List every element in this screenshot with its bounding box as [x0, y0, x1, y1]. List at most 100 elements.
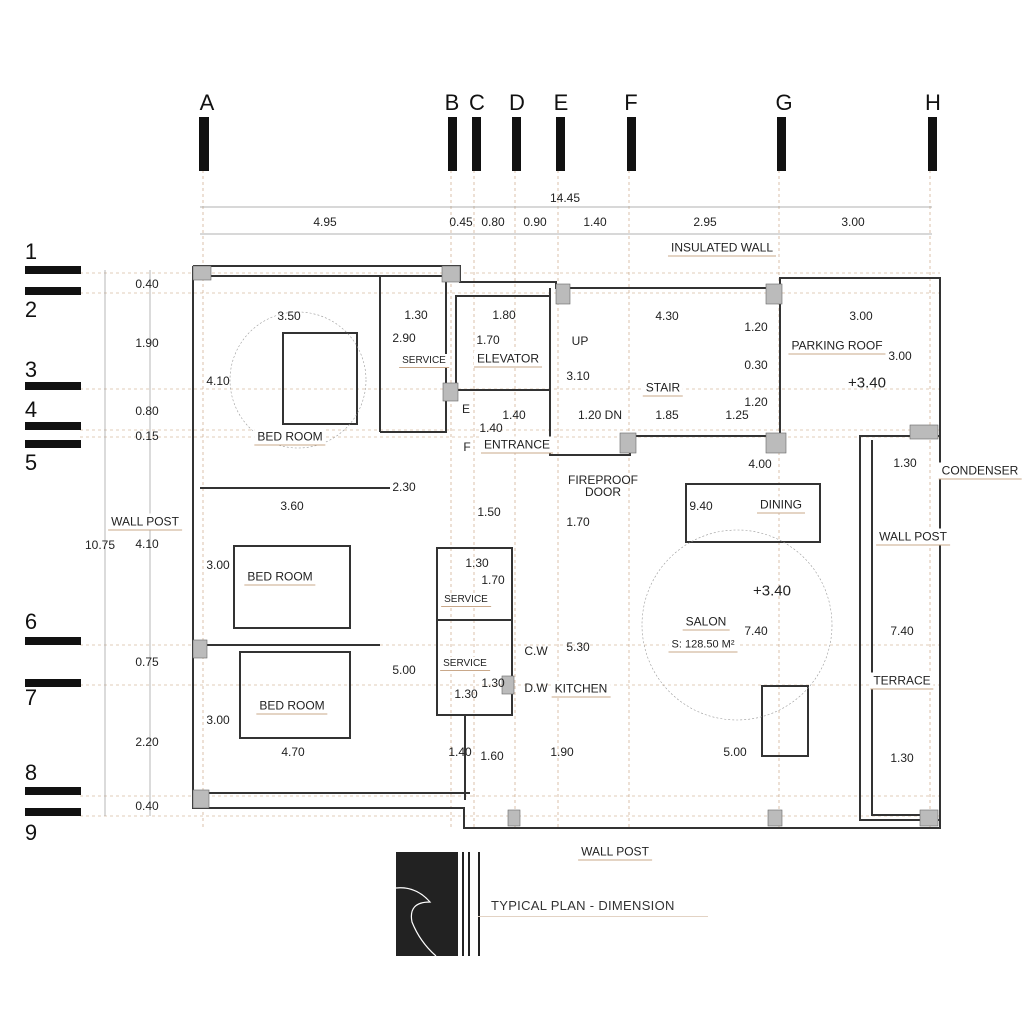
- label-clothes-washer: C.W: [524, 644, 548, 658]
- room-dim: 7.40: [890, 624, 914, 638]
- room-label-parking-roof: PARKING ROOF: [788, 337, 886, 355]
- dim-left: 0.15: [135, 429, 159, 443]
- room-dim: 1.25: [725, 408, 749, 422]
- dim-left: 0.75: [135, 655, 159, 669]
- level-marker-salon: +3.40: [753, 582, 791, 600]
- room-dim: 1.30: [454, 687, 478, 701]
- grid-column-bubbles: [199, 117, 937, 171]
- annotation-wall-post: WALL POST: [578, 843, 652, 861]
- room-label-bed-room: BED ROOM: [244, 568, 316, 586]
- room-dim: 3.60: [280, 499, 304, 513]
- label-shaft-e: E: [461, 402, 471, 416]
- room-dim: 3.00: [206, 558, 230, 572]
- room-dim: 1.40: [448, 745, 472, 759]
- dim-top: 0.90: [523, 215, 547, 229]
- room-label-stair: STAIR: [642, 379, 684, 397]
- room-label-service: SERVICE: [441, 593, 491, 607]
- room-dim: 7.40: [744, 624, 768, 638]
- room-label-bed-room: BED ROOM: [256, 697, 328, 715]
- grid-label-5: 5: [24, 450, 38, 475]
- room-dim: 1.40: [479, 421, 503, 435]
- grid-label-e: E: [553, 90, 569, 115]
- room-dim: 1.30: [890, 751, 914, 765]
- annotation-fireproof-door: DOOR: [585, 485, 621, 499]
- columns: [192, 265, 939, 827]
- grid-row-bubbles: [25, 266, 81, 816]
- dim-left: 0.80: [135, 404, 159, 418]
- grid-label-g: G: [775, 90, 793, 115]
- dim-overall-height: 10.75: [84, 538, 116, 552]
- room-label-kitchen: KITCHEN: [551, 680, 611, 698]
- label-dishwasher: D.W: [524, 681, 548, 695]
- room-label-service: SERVICE: [440, 657, 490, 671]
- annotation-wall-post: WALL POST: [876, 528, 950, 546]
- drawing-title: TYPICAL PLAN - DIMENSION: [491, 898, 675, 913]
- dim-top: 3.00: [841, 215, 865, 229]
- grid-label-6: 6: [24, 609, 38, 634]
- annotation-fireproof-door: FIREPROOF: [567, 473, 639, 487]
- room-dim: 3.00: [888, 349, 912, 363]
- annotation-insulated-wall: INSULATED WALL: [667, 239, 777, 257]
- room-dim: 1.20: [744, 320, 768, 334]
- dim-top: 1.40: [583, 215, 607, 229]
- dim-left: 0.40: [135, 277, 159, 291]
- room-dim: 1.30: [404, 308, 428, 322]
- room-label-bed-room: BED ROOM: [254, 428, 326, 446]
- annotation-condenser: CONDENSER: [938, 462, 1022, 480]
- grid-label-9: 9: [24, 820, 38, 845]
- room-dim: 4.30: [655, 309, 679, 323]
- grid-label-1: 1: [24, 239, 38, 264]
- label-stair-up: UP: [571, 334, 589, 348]
- grid-label-h: H: [925, 90, 941, 115]
- room-dim: 5.30: [566, 640, 590, 654]
- room-label-elevator: ELEVATOR: [473, 350, 543, 368]
- room-dim: 1.30: [893, 456, 917, 470]
- room-dim: 4.00: [748, 457, 772, 471]
- room-label-entrance: ENTRANCE: [480, 436, 554, 454]
- room-dim: 5.00: [723, 745, 747, 759]
- grid-label-a: A: [199, 90, 215, 115]
- room-dim: 1.60: [480, 749, 504, 763]
- grid-label-c: C: [469, 90, 485, 115]
- door-swings: [229, 311, 833, 721]
- room-dim: 1.70: [481, 573, 505, 587]
- dim-top: 2.95: [693, 215, 717, 229]
- grid-label-3: 3: [24, 357, 38, 382]
- room-dim: 1.90: [550, 745, 574, 759]
- room-dim: 5.00: [392, 663, 416, 677]
- firm-logo: [395, 852, 458, 957]
- salon-area: S: 128.50 M²: [668, 637, 738, 653]
- logo-swoosh-icon: [395, 887, 437, 957]
- dim-left: 2.20: [135, 735, 159, 749]
- room-label-salon: SALON: [682, 613, 730, 631]
- room-dim: 1.20: [744, 395, 768, 409]
- room-dim: 1.70: [566, 515, 590, 529]
- room-dim: 1.30: [465, 556, 489, 570]
- room-dim: 1.70: [476, 333, 500, 347]
- grid-label-d: D: [509, 90, 525, 115]
- room-dim: 1.50: [477, 505, 501, 519]
- room-dim: 1.30: [481, 676, 505, 690]
- level-marker-parking: +3.40: [848, 374, 886, 392]
- room-dim: 2.30: [392, 480, 416, 494]
- room-dim: 3.00: [849, 309, 873, 323]
- room-dim: 3.50: [277, 309, 301, 323]
- grid-label-7: 7: [24, 685, 38, 710]
- logo-stripes: [462, 852, 480, 956]
- room-dim: 2.90: [392, 331, 416, 345]
- title-underline: [478, 916, 708, 917]
- room-dim: 1.40: [502, 408, 526, 422]
- grid-label-b: B: [444, 90, 460, 115]
- dim-overall-width: 14.45: [549, 191, 581, 205]
- grid-label-8: 8: [24, 760, 38, 785]
- dim-left: 4.10: [135, 537, 159, 551]
- grid-label-2: 2: [24, 297, 38, 322]
- room-dim: 0.30: [744, 358, 768, 372]
- room-dim: 9.40: [689, 499, 713, 513]
- room-dim: 4.10: [206, 374, 230, 388]
- room-dim: 1.85: [655, 408, 679, 422]
- dim-top: 0.45: [449, 215, 473, 229]
- room-label-dining: DINING: [757, 496, 805, 514]
- room-dim: 3.00: [206, 713, 230, 727]
